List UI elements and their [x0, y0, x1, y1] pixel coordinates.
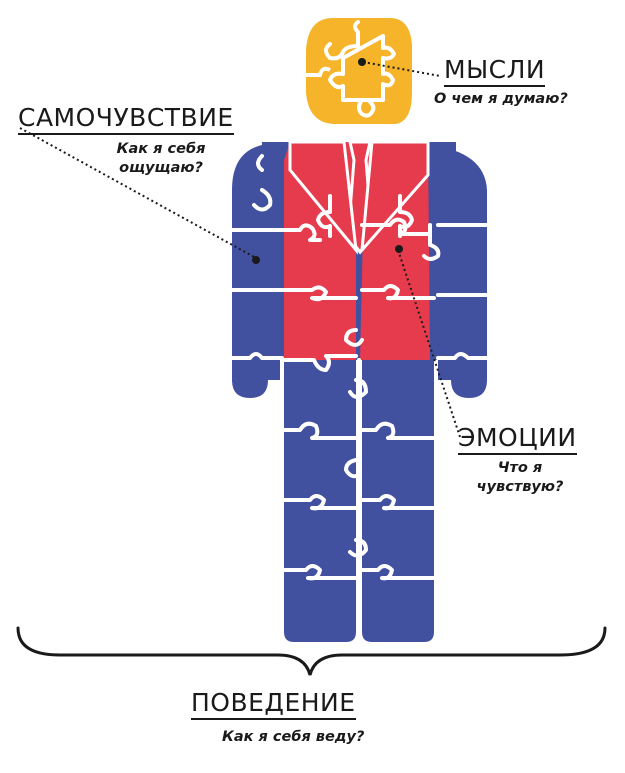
- wellbeing-marker-dot: [252, 256, 260, 264]
- emotions-question-line2: чувствую?: [476, 479, 564, 495]
- thoughts-question: О чем я думаю?: [434, 91, 568, 107]
- behavior-question: Как я себя веду?: [222, 729, 365, 745]
- emotions-question-line1: Что я: [497, 460, 543, 476]
- head-puzzle: [306, 18, 412, 124]
- emotions-marker-dot: [395, 245, 403, 253]
- behavior-brace: [16, 626, 607, 676]
- thoughts-title: МЫСЛИ: [444, 56, 546, 87]
- wellbeing-question-line2: ощущаю?: [119, 160, 203, 176]
- thoughts-leader-line: [362, 61, 441, 77]
- body-puzzle: [230, 140, 489, 644]
- behavior-title: ПОВЕДЕНИЕ: [191, 689, 356, 720]
- wellbeing-question-line1: Как я себя: [116, 141, 206, 157]
- thoughts-marker-dot: [358, 58, 366, 66]
- emotions-title: ЭМОЦИИ: [458, 424, 577, 455]
- leader-lines: [19, 61, 461, 438]
- wellbeing-title: САМОЧУВСТВИЕ: [18, 104, 234, 135]
